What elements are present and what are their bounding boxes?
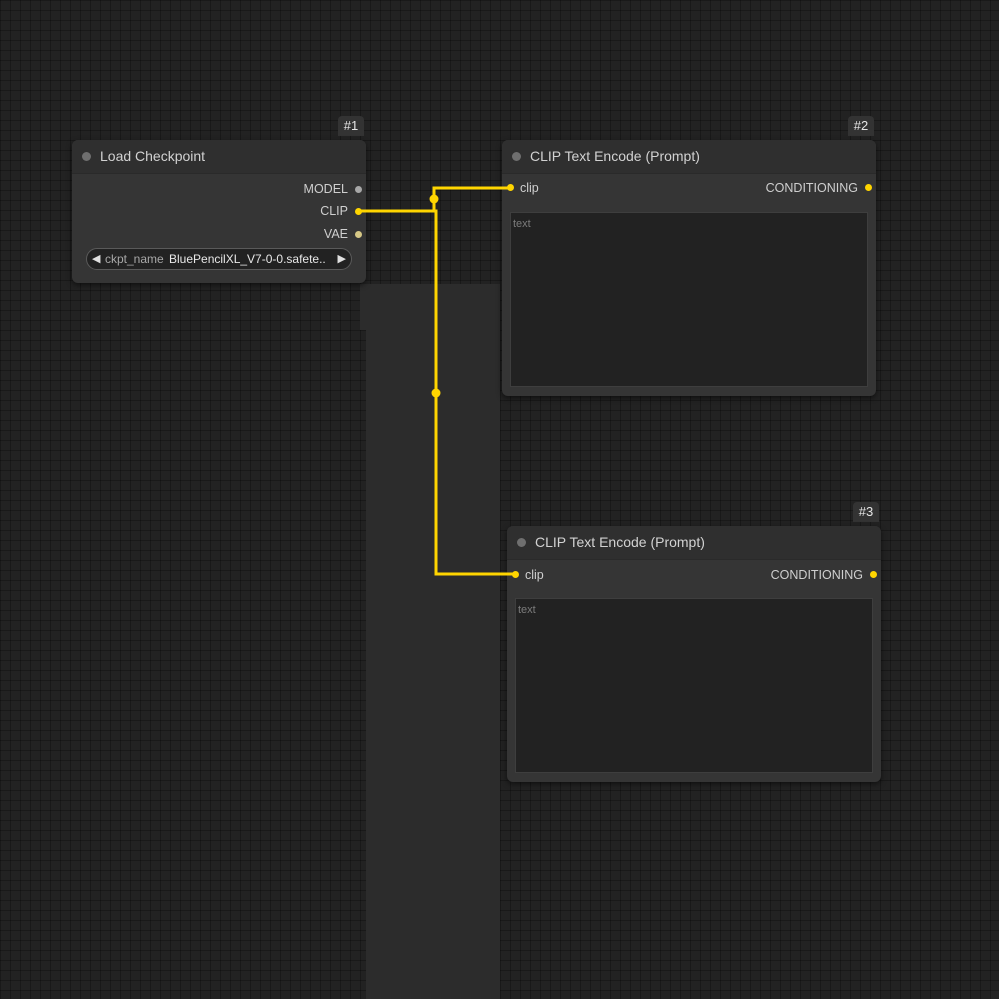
- combo-prev-arrow-icon[interactable]: ◀: [92, 253, 101, 265]
- collapse-dot-icon[interactable]: [82, 152, 91, 161]
- clip-text-encode-node-1[interactable]: CLIP Text Encode (Prompt) clip CONDITION…: [502, 140, 876, 396]
- input-label-clip: clip: [520, 181, 539, 195]
- output-label-vae: VAE: [323, 227, 348, 241]
- load-checkpoint-node[interactable]: Load Checkpoint MODEL CLIP VAE ◀ ckpt_na…: [72, 140, 366, 283]
- text-prompt-input[interactable]: text: [515, 598, 873, 773]
- node-id-badge-3: #3: [853, 502, 879, 522]
- node-title-bar[interactable]: Load Checkpoint: [72, 140, 366, 174]
- group-shadow-edge: [360, 284, 368, 330]
- output-port-conditioning[interactable]: [865, 184, 872, 191]
- input-label-clip: clip: [525, 568, 544, 582]
- node-title-bar[interactable]: CLIP Text Encode (Prompt): [507, 526, 881, 560]
- output-port-vae[interactable]: [355, 231, 362, 238]
- group-shadow: [366, 284, 500, 999]
- clip-text-encode-node-2[interactable]: CLIP Text Encode (Prompt) clip CONDITION…: [507, 526, 881, 782]
- output-label-conditioning: CONDITIONING: [765, 181, 858, 195]
- input-port-clip[interactable]: [507, 184, 514, 191]
- combo-value: BluePencilXL_V7-0-0.safete...: [169, 252, 325, 266]
- link-midpoint-handle-1: [429, 194, 439, 204]
- input-port-clip[interactable]: [512, 571, 519, 578]
- clip-link-to-node-2: [360, 186, 509, 213]
- combo-next-arrow-icon[interactable]: ▶: [337, 253, 346, 265]
- text-placeholder: text: [513, 218, 531, 230]
- output-label-clip: CLIP: [320, 204, 348, 218]
- ckpt-name-combo[interactable]: ◀ ckpt_name BluePencilXL_V7-0-0.safete..…: [86, 248, 352, 270]
- node-title: CLIP Text Encode (Prompt): [530, 148, 700, 164]
- node-title: CLIP Text Encode (Prompt): [535, 534, 705, 550]
- text-prompt-input[interactable]: text: [510, 212, 868, 387]
- text-placeholder: text: [518, 604, 536, 616]
- output-label-model: MODEL: [303, 182, 348, 196]
- collapse-dot-icon[interactable]: [517, 538, 526, 547]
- output-port-model[interactable]: [355, 186, 362, 193]
- node-id-badge-1: #1: [338, 116, 364, 136]
- output-port-clip[interactable]: [355, 208, 362, 215]
- output-label-conditioning: CONDITIONING: [770, 568, 863, 582]
- node-title-bar[interactable]: CLIP Text Encode (Prompt): [502, 140, 876, 174]
- collapse-dot-icon[interactable]: [512, 152, 521, 161]
- combo-label: ckpt_name: [105, 252, 164, 266]
- output-port-conditioning[interactable]: [870, 571, 877, 578]
- node-title: Load Checkpoint: [100, 148, 206, 164]
- node-id-badge-2: #2: [848, 116, 874, 136]
